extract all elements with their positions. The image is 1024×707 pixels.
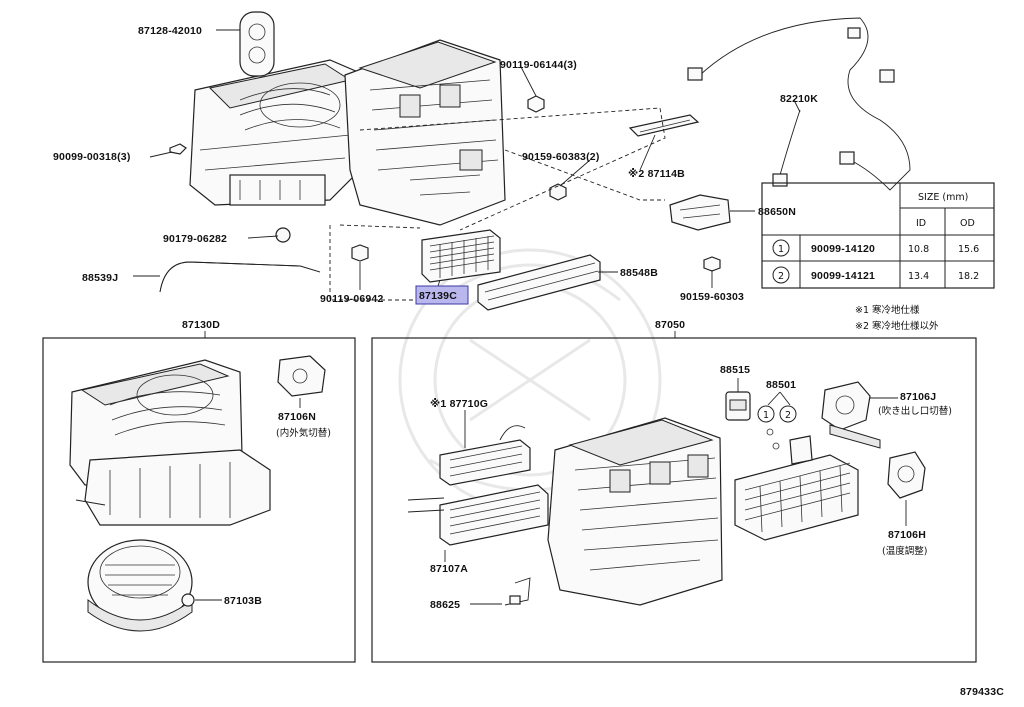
- filter-case-88548: [477, 254, 601, 311]
- label-90159-60303: 90159-60303: [680, 291, 744, 303]
- label-87106j-note: (吹き出し口切替): [878, 405, 952, 417]
- label-87128: 87128-42010: [138, 25, 202, 37]
- label-88625: 88625: [430, 599, 460, 611]
- table-row-2-mark: 2: [778, 271, 784, 282]
- heater-core-87710: [439, 425, 531, 486]
- frame-87050: [371, 337, 977, 663]
- table-row-2-od: 18.2: [958, 271, 979, 282]
- gasket-87128: [239, 11, 275, 77]
- label-88515: 88515: [720, 364, 750, 376]
- table-row-1-mark: 1: [778, 244, 784, 255]
- pipe-88625: [504, 577, 531, 606]
- table-row-1-od: 15.6: [958, 244, 979, 255]
- table-row-1-part: 90099-14120: [811, 243, 875, 255]
- label-87106h-note: (温度調整): [882, 545, 927, 557]
- label-87106n: 87106N: [278, 411, 316, 423]
- note-1: ※1 寒冷地仕様: [855, 304, 920, 316]
- label-88650: 88650N: [758, 206, 796, 218]
- label-87710: ※1 87710G: [430, 398, 488, 410]
- o-rings: [766, 428, 780, 450]
- label-87106n-note: (内外気切替): [276, 427, 331, 439]
- callout-1: 1: [763, 410, 769, 421]
- table-row-2-id: 13.4: [908, 271, 929, 282]
- actuator-87106n: [277, 355, 326, 397]
- label-88501: 88501: [766, 379, 796, 391]
- actuator-88650: [669, 194, 731, 231]
- note-2: ※2 寒冷地仕様以外: [855, 320, 939, 332]
- drain-hose-88539: [159, 261, 321, 293]
- table-col-od: OD: [960, 218, 975, 229]
- label-87050: 87050: [655, 319, 685, 331]
- hvac-case-87050: [547, 417, 723, 606]
- table-title: SIZE (mm): [918, 192, 968, 203]
- expansion-valve-88515: [725, 391, 751, 421]
- blower-unit-87130: [69, 359, 271, 526]
- upper-hvac-assembly: [189, 39, 506, 226]
- actuator-87106j: [821, 381, 881, 449]
- label-87106h: 87106H: [888, 529, 926, 541]
- label-87130: 87130D: [182, 319, 220, 331]
- callout-2: 2: [785, 410, 791, 421]
- fasteners: [169, 95, 721, 272]
- label-87139-highlight[interactable]: 87139C: [419, 290, 457, 302]
- label-87114: ※2 87114B: [628, 168, 685, 180]
- label-90179: 90179-06282: [163, 233, 227, 245]
- label-90119-06144: 90119-06144(3): [500, 59, 577, 71]
- frame-87130: [42, 337, 356, 663]
- table-row-1-id: 10.8: [908, 244, 929, 255]
- actuator-87106h: [887, 451, 926, 499]
- wire-harness-82210: [687, 17, 911, 191]
- label-88548: 88548B: [620, 267, 658, 279]
- label-88539: 88539J: [82, 272, 118, 284]
- label-90099-00318: 90099-00318(3): [53, 151, 131, 163]
- label-87107: 87107A: [430, 563, 468, 575]
- leader-lines-top: [133, 29, 801, 290]
- evaporator-88501: [734, 435, 859, 541]
- cabin-filter-87139: [421, 229, 501, 283]
- blower-motor-87103: [87, 539, 195, 632]
- label-82210: 82210K: [780, 93, 818, 105]
- diagram-code: 879433C: [960, 686, 1004, 698]
- label-87103: 87103B: [224, 595, 262, 607]
- highlight-box: [415, 285, 469, 305]
- table-col-id: ID: [916, 218, 926, 229]
- table-row-2-part: 90099-14121: [811, 270, 875, 282]
- size-table: SIZE (mm) ID OD 1 90099-14120 10.8 15.6 …: [761, 182, 995, 289]
- heater-core-87107: [407, 484, 549, 546]
- filter-cover-87114: [628, 114, 700, 137]
- label-87106j: 87106J: [900, 391, 936, 403]
- label-90159-60383: 90159-60383(2): [522, 151, 600, 163]
- label-90119-06942: 90119-06942: [320, 293, 384, 305]
